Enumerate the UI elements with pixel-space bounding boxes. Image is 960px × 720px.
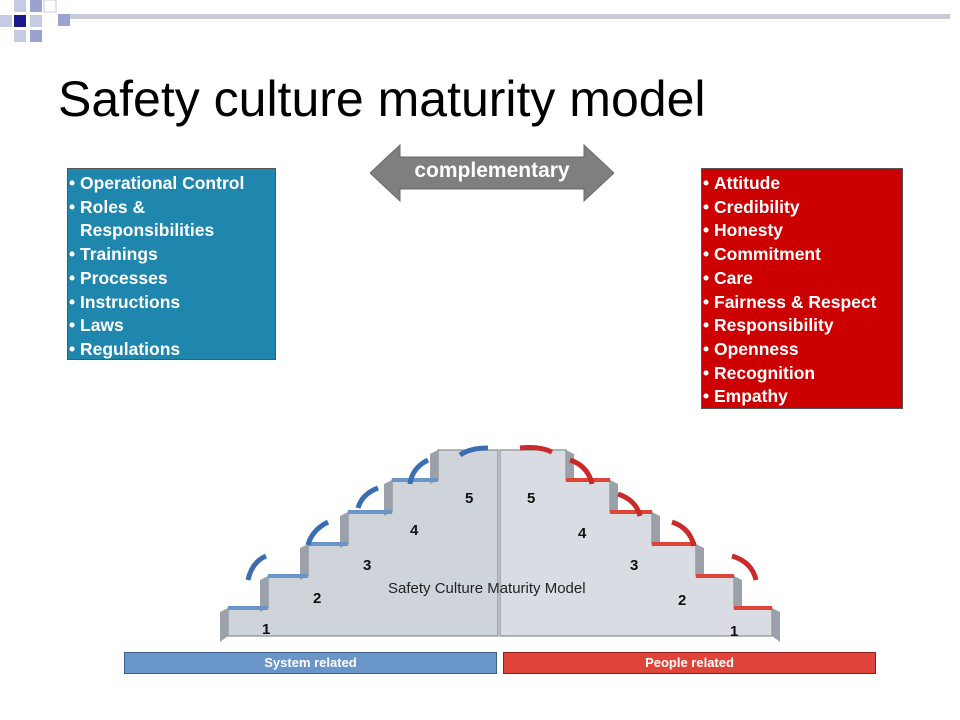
arc-swoosh	[245, 553, 268, 581]
people-factor-item: Care	[702, 267, 902, 291]
level-number: 3	[363, 557, 371, 574]
system-factor-item: Processes	[68, 267, 275, 291]
people-factor-item: Commitment	[702, 243, 902, 267]
people-factor-item: Empathy	[702, 385, 902, 409]
level-number: 3	[630, 557, 638, 574]
step-tread	[308, 542, 348, 546]
step-side	[566, 450, 574, 480]
system-factor-item: Roles & Responsibilities	[68, 196, 250, 243]
right-staircase	[499, 449, 773, 637]
step-side	[734, 576, 742, 608]
step-tread	[392, 478, 438, 482]
arc-swoosh	[569, 457, 595, 485]
system-factor-item: Trainings	[68, 243, 275, 267]
arc-swoosh	[731, 553, 759, 581]
step-tread	[696, 574, 734, 578]
arc-swoosh	[458, 445, 489, 458]
arc-swoosh	[617, 491, 643, 517]
step-tread	[734, 606, 772, 610]
step-side	[340, 512, 348, 548]
step-tread	[348, 510, 392, 514]
level-number: 1	[730, 623, 738, 640]
step-side	[300, 544, 308, 580]
level-number: 2	[678, 592, 686, 609]
arc-swoosh	[305, 519, 330, 546]
people-factors-box: Attitude Credibility Honesty Commitment …	[701, 168, 903, 409]
arc-swoosh	[519, 445, 554, 455]
level-number: 2	[313, 590, 321, 607]
people-factor-item: Attitude	[702, 172, 902, 196]
step-tread	[610, 510, 652, 514]
people-factor-item: Responsibility	[702, 314, 902, 338]
system-factor-item: Instructions	[68, 291, 275, 315]
slide-title: Safety culture maturity model	[58, 71, 706, 127]
step-side	[220, 608, 228, 642]
level-number: 4	[578, 525, 587, 542]
people-related-bar: People related	[503, 652, 876, 674]
step-tread	[268, 574, 308, 578]
system-factor-item: Regulations	[68, 338, 275, 362]
step-side	[430, 450, 438, 484]
step-side	[260, 576, 268, 612]
system-factor-item: Laws	[68, 314, 275, 338]
step-side	[696, 544, 704, 576]
people-factor-item: Recognition	[702, 362, 902, 386]
level-number: 1	[262, 621, 270, 638]
people-factor-item: Honesty	[702, 219, 902, 243]
system-related-bar: System related	[124, 652, 497, 674]
system-factor-item: Operational Control	[68, 172, 275, 196]
step-tread	[566, 478, 610, 482]
complementary-arrow: complementary	[369, 143, 615, 203]
level-number: 5	[527, 490, 535, 507]
arc-swoosh	[407, 457, 430, 485]
step-side	[610, 480, 618, 512]
arc-swoosh	[355, 485, 379, 509]
arc-swoosh	[671, 519, 697, 547]
corner-decoration	[0, 0, 950, 42]
step-tread	[228, 606, 268, 610]
step-side	[652, 512, 660, 544]
complementary-label: complementary	[414, 159, 570, 182]
system-factors-box: Operational Control Roles & Responsibili…	[67, 168, 276, 360]
left-staircase	[227, 449, 499, 637]
people-factor-item: Fairness & Respect	[702, 291, 902, 315]
step-tread	[652, 542, 696, 546]
staircase-title: Safety Culture Maturity Model	[388, 580, 586, 597]
people-factor-item: Credibility	[702, 196, 902, 220]
level-number: 4	[410, 522, 419, 539]
people-factor-item: Openness	[702, 338, 902, 362]
step-side	[772, 608, 780, 642]
step-side	[384, 480, 392, 516]
level-number: 5	[465, 490, 473, 507]
